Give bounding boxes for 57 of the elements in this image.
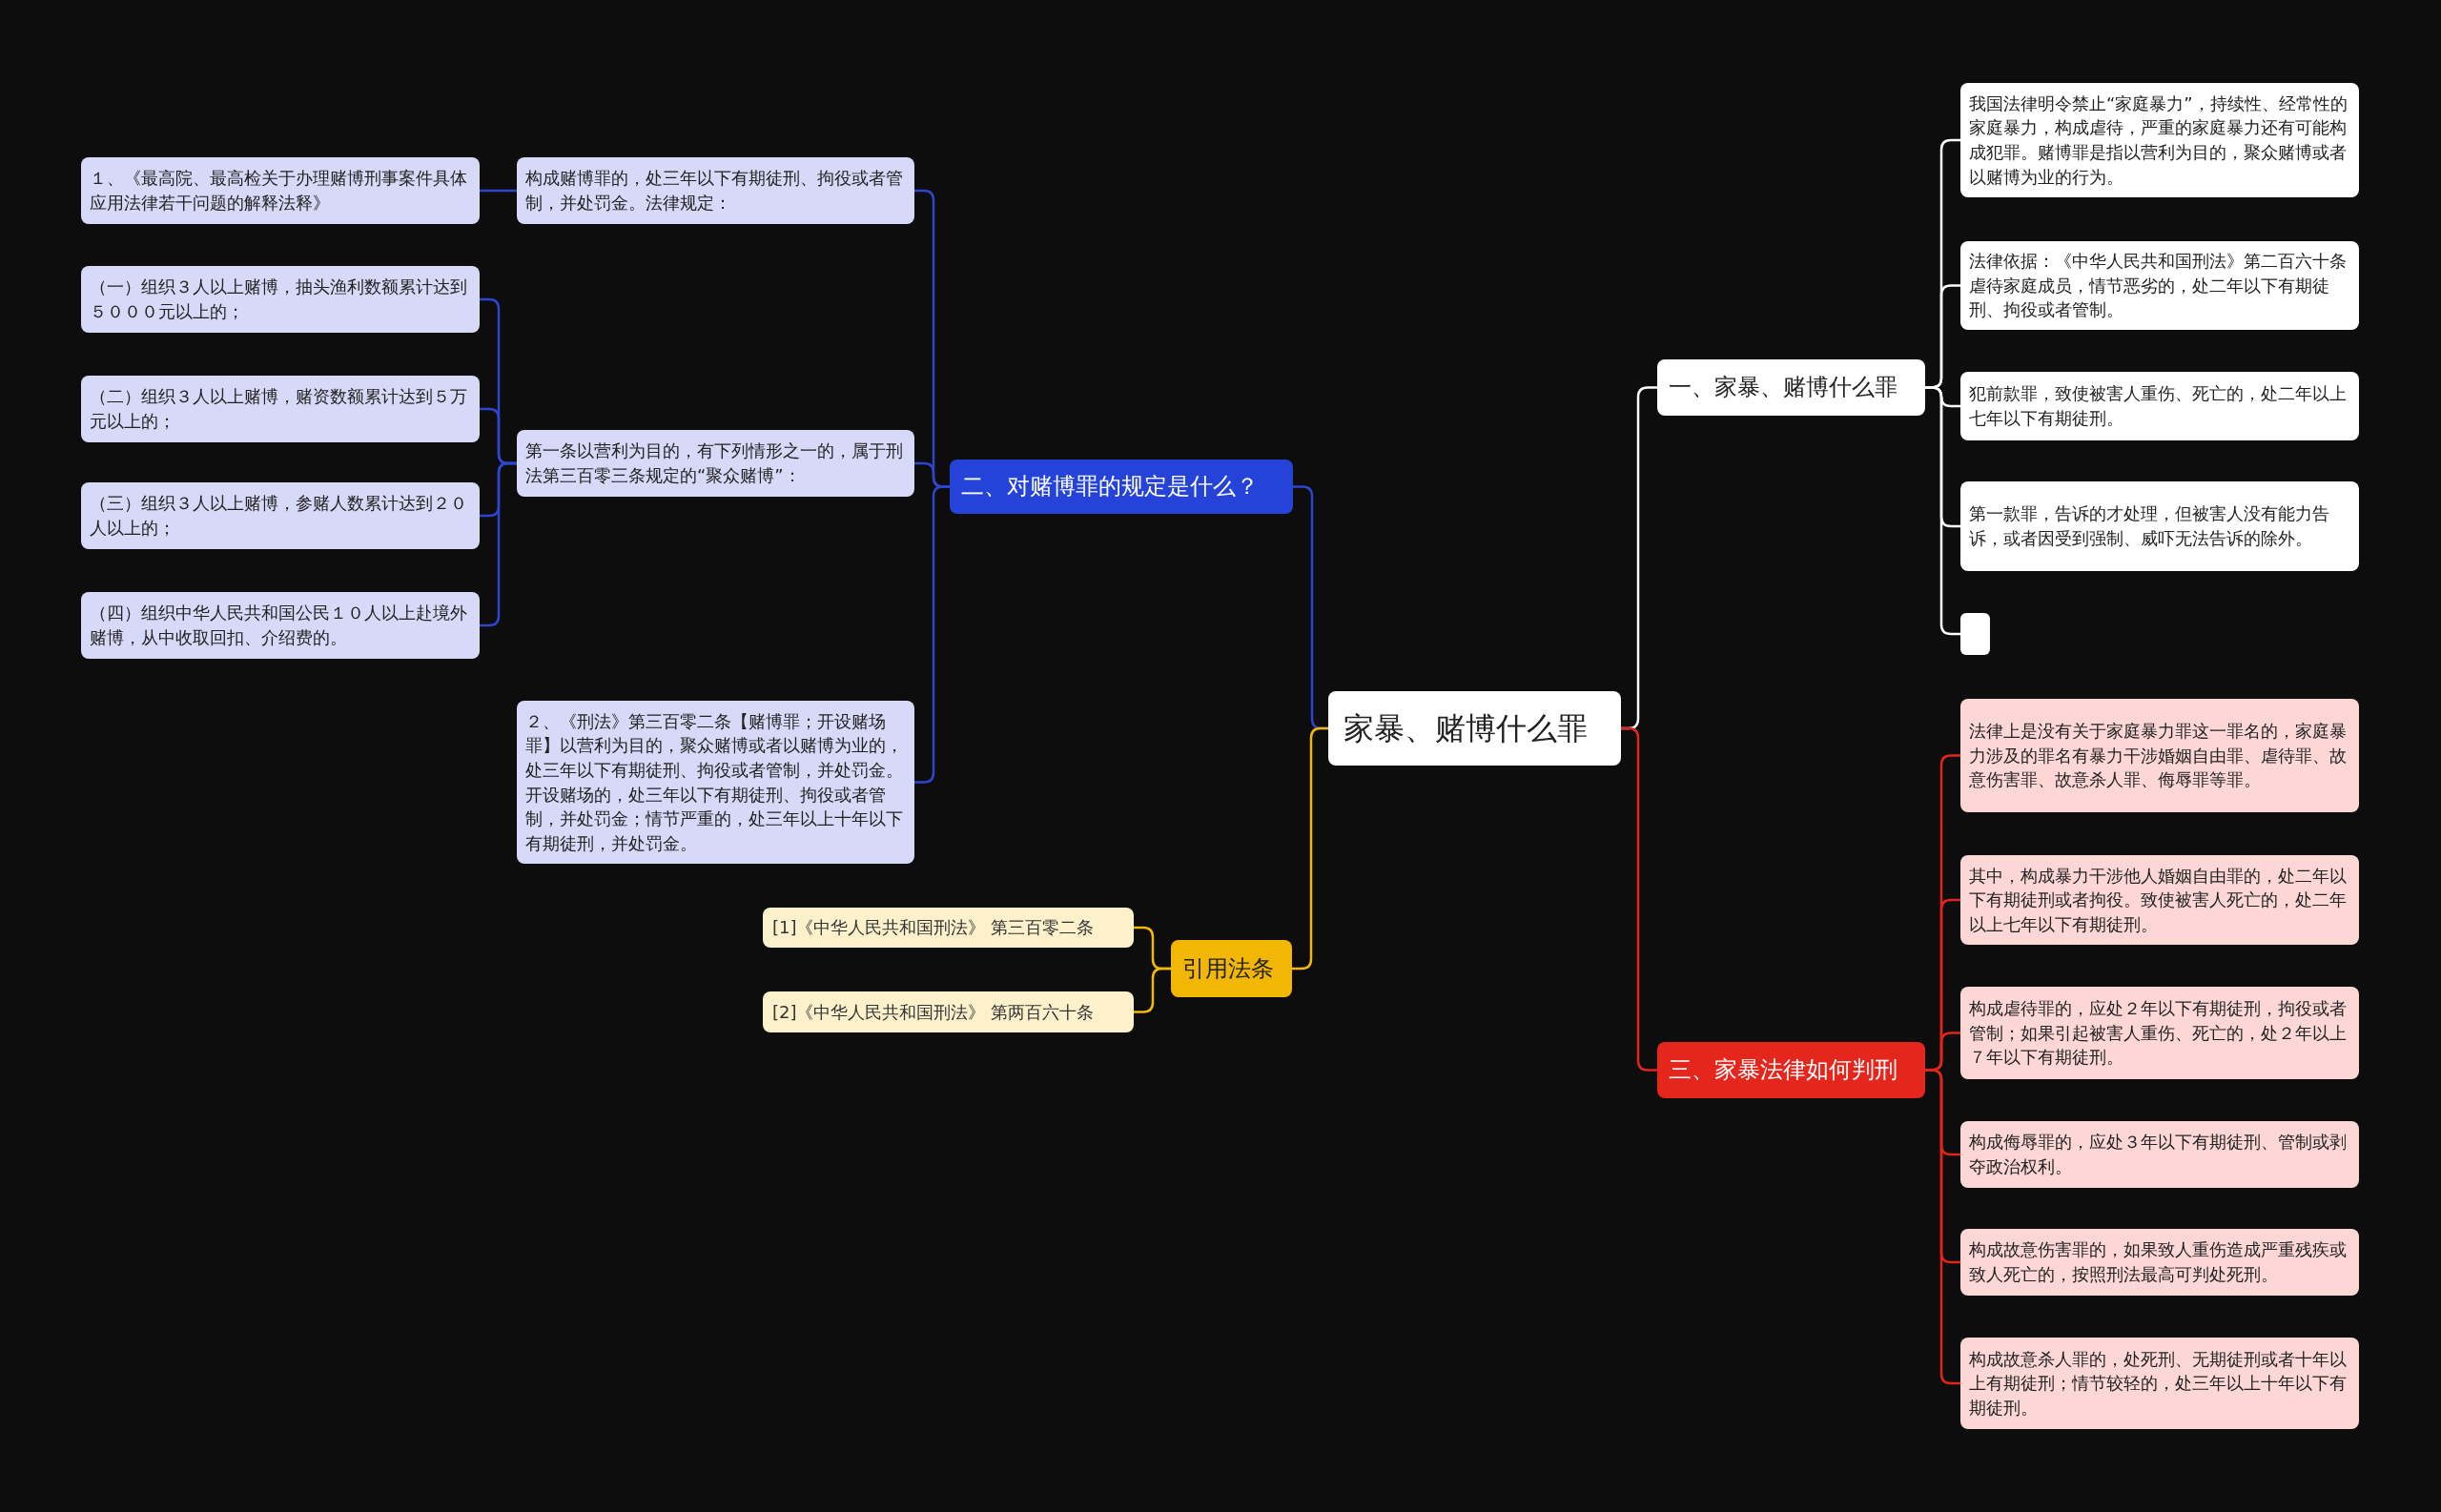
leaf-box [1960,1338,2359,1429]
leaf-box [81,592,480,659]
leaf-box [1960,241,2359,330]
leaf-text: （四）组织中华人民共和国公民１０人以上赴境外赌博，从中收取回扣、介绍费的。 [90,602,468,649]
leaf-text: 法律依据：《中华人民共和国刑法》第二百六十条虐待家庭成员，情节恶劣的，处二年以下有期徒刑、拘役或者管制。 [1969,250,2348,322]
leaf-box [1960,1229,2359,1296]
branch-topic-box [1171,940,1292,997]
connector-line [1925,1069,1960,1385]
leaf-text: （二）组织３人以上赌博，赌资数额累计达到５万元以上的； [90,385,468,433]
central-topic-box [1328,691,1621,766]
branch-topic-text: 一、家暴、赌博什么罪 [1669,374,1898,401]
leaf-box [1960,1121,2359,1188]
leaf-text: （三）组织３人以上赌博，参赌人数累计达到２０人以上的； [90,492,468,540]
reference-box [763,908,1134,948]
leaf-box [81,157,480,224]
leaf-text: 第一条以营利为目的，有下列情形之一的，属于刑法第三百零三条规定的“聚众赌博”： [525,439,904,487]
branch-topic-text: 二、对赌博罪的规定是什么？ [961,473,1260,501]
leaf-text: 我国法律明令禁止“家庭暴力”，持续性、经常性的家庭暴力，构成虐待，严重的家庭暴力还有可能构成犯罪。赌博罪是指以营利为目的，聚众赌博或者以赌博为业的行为。 [1969,92,2349,189]
leaf-text: 构成虐待罪的，应处２年以下有期徒刑，拘役或者管制；如果引起被害人重伤、死亡的，处２年以上７年以下有期徒刑。 [1969,997,2348,1070]
leaf-text: 法律上是没有关于家庭暴力罪这一罪名的，家庭暴力涉及的罪名有暴力干涉婚姻自由罪、虐待罪、故意伤害罪、故意杀人罪、侮辱罪等罪。 [1969,720,2348,792]
connector-line [914,485,950,784]
leaf-box [1960,855,2359,945]
leaf-text: 构成故意伤害罪的，如果致人重伤造成严重残疾或致人死亡的，按照刑法最高可判处死刑。 [1969,1238,2348,1286]
empty-box [1960,613,1990,655]
leaf-box [81,266,480,333]
branch-topic-box [1657,1042,1925,1098]
branch-topic-box [1657,359,1925,416]
reference-text: [1]《中华人民共和国刑法》 第三百零二条 [772,916,1096,940]
leaf-box [1960,372,2359,440]
branch-topic-box [950,460,1293,514]
leaf-box [1960,83,2359,197]
leaf-text: （一）组织３人以上赌博，抽头渔利数额累计达到５０００元以上的； [90,276,468,323]
reference-box [763,991,1134,1032]
leaf-box [81,482,480,549]
leaf-text: 犯前款罪，致使被害人重伤、死亡的，处二年以上七年以下有期徒刑。 [1969,382,2348,430]
branch-topic-text: 引用法条 [1182,954,1275,983]
connector-line [1292,726,1328,971]
leaf-box [517,157,914,224]
leaf-box [517,430,914,497]
leaf-text: 构成故意杀人罪的，处死刑、无期徒刑或者十年以上有期徒刑；情节较轻的，处三年以上十年以下有期徒刑。 [1969,1347,2348,1420]
branch-topic-text: 三、家暴法律如何判刑 [1669,1056,1898,1084]
leaf-text: ２、《刑法》第三百零二条【赌博罪；开设赌场罪】以营利为目的，聚众赌博或者以赌博为业的，处三年以下有期徒刑、拘役或者管制，并处罚金。开设赌场的，处三年以下有期徒刑、拘役或者管制，并处罚金；情节严重的，处三年以上十年以下有期徒刑，并处罚金。 [525,709,904,855]
leaf-text: 构成赌博罪的，处三年以下有期徒刑、拘役或者管制，并处罚金。法律规定： [525,167,904,215]
reference-text: [2]《中华人民共和国刑法》 第两百六十条 [772,1000,1096,1024]
leaf-box [81,376,480,442]
leaf-text: 第一款罪，告诉的才处理，但被害人没有能力告诉，或者因受到强制、威吓无法告诉的除外。 [1969,502,2330,550]
connector-line [480,189,517,193]
leaf-text: 其中，构成暴力干涉他人婚姻自由罪的，处二年以下有期徒刑或者拘役。致使被害人死亡的，处二年以上七年以下有期徒刑。 [1969,864,2348,936]
leaf-box [1960,987,2359,1079]
connector-line [1621,726,1657,1072]
connector-line [1134,967,1171,1013]
central-topic-text: 家暴、赌博什么罪 [1344,709,1589,747]
connector-line [480,461,517,627]
leaf-box [1960,481,2359,571]
leaf-box [1960,699,2359,812]
leaf-text: 构成侮辱罪的，应处３年以下有期徒刑、管制或剥夺政治权利。 [1969,1131,2348,1178]
leaf-text: １、《最高院、最高检关于办理赌博刑事案件具体应用法律若干问题的解释法释》 [90,167,468,215]
